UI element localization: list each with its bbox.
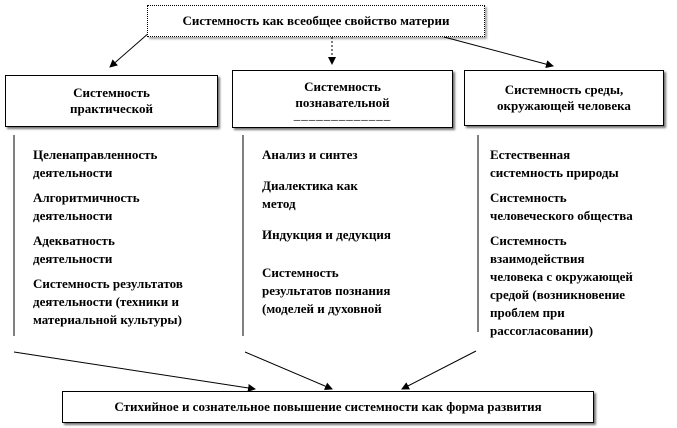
heading-line: Системность: [73, 85, 150, 100]
bottom-concept-label: Стихийное и сознательное повышение систе…: [114, 399, 542, 414]
heading-line: окружающей человека: [497, 98, 631, 113]
list-item: Адекватность деятельности: [33, 232, 183, 268]
list-item: Системность результатов познания (моделе…: [262, 264, 391, 318]
item-line: Адекватность: [33, 233, 115, 248]
heading-line: познавательной: [295, 95, 390, 110]
item-line: Индукция и дедукция: [262, 227, 391, 242]
column-heading-environment: Системность среды, окружающей человека: [464, 70, 664, 126]
bottom-concept-box: Стихийное и сознательное повышение систе…: [62, 391, 594, 423]
arrow-left-to-bottom: [13, 351, 256, 392]
column-cognitive-items: Анализ и синтез Диалектика как метод Инд…: [262, 146, 391, 325]
item-line: человеческого общества: [490, 208, 633, 223]
list-item: Алгоритмичность деятельности: [33, 189, 183, 225]
item-line: человека с окружающей: [490, 269, 633, 284]
list-item: Анализ и синтез: [262, 146, 391, 164]
item-line: Системность: [490, 233, 567, 248]
item-line: средой (возникновение: [490, 287, 626, 302]
list-item: Диалектика как метод: [262, 177, 391, 213]
item-line: (моделей и духовной: [262, 301, 382, 316]
item-line: деятельности (техники и: [33, 294, 180, 309]
list-item: Системность взаимодействия человека с ок…: [490, 232, 633, 340]
item-line: Системность результатов: [33, 276, 183, 291]
top-concept-box: Системность как всеобщее свойство матери…: [147, 5, 485, 37]
heading-underline-text: _____________: [293, 107, 392, 122]
arrow-top-to-left: [109, 31, 151, 68]
list-item: Индукция и дедукция: [262, 226, 391, 244]
arrow-top-to-right: [443, 36, 554, 69]
top-concept-label: Системность как всеобщее свойство матери…: [182, 13, 450, 28]
heading-line: Системность: [304, 79, 381, 94]
column-heading-cognitive: Системность познавательной _____________: [232, 70, 453, 128]
item-line: Алгоритмичность: [33, 190, 140, 205]
item-line: деятельности: [33, 251, 113, 266]
column-practical-items: Целенаправленность деятельности Алгоритм…: [33, 146, 183, 336]
column-environment-items: Естественная системность природы Системн…: [490, 146, 633, 347]
item-line: Целенаправленность: [33, 147, 158, 162]
list-item: Системность человеческого общества: [490, 189, 633, 225]
item-line: системность природы: [490, 165, 619, 180]
item-line: Диалектика как: [262, 178, 358, 193]
item-line: результатов познания: [262, 283, 391, 298]
list-item: Естественная системность природы: [490, 146, 633, 182]
item-line: Системность: [490, 190, 567, 205]
item-line: взаимодействия: [490, 251, 585, 266]
item-line: Естественная: [490, 147, 571, 162]
heading-line: практической: [70, 101, 153, 116]
column-heading-practical: Системность практической: [5, 75, 218, 127]
list-item: Системность результатов деятельности (те…: [33, 275, 183, 329]
item-line: Анализ и синтез: [262, 147, 358, 162]
item-line: деятельности: [33, 165, 113, 180]
item-line: деятельности: [33, 208, 113, 223]
arrow-right-to-bottom: [401, 350, 477, 390]
arrow-center-to-bottom: [244, 351, 333, 390]
item-line: материальной культуры): [33, 312, 182, 327]
item-line: Системность: [262, 265, 339, 280]
item-line: рассогласовании): [490, 323, 594, 338]
list-item: Целенаправленность деятельности: [33, 146, 183, 182]
heading-line: Системность среды,: [504, 82, 624, 97]
item-line: метод: [262, 196, 296, 211]
item-line: проблем при: [490, 305, 565, 320]
